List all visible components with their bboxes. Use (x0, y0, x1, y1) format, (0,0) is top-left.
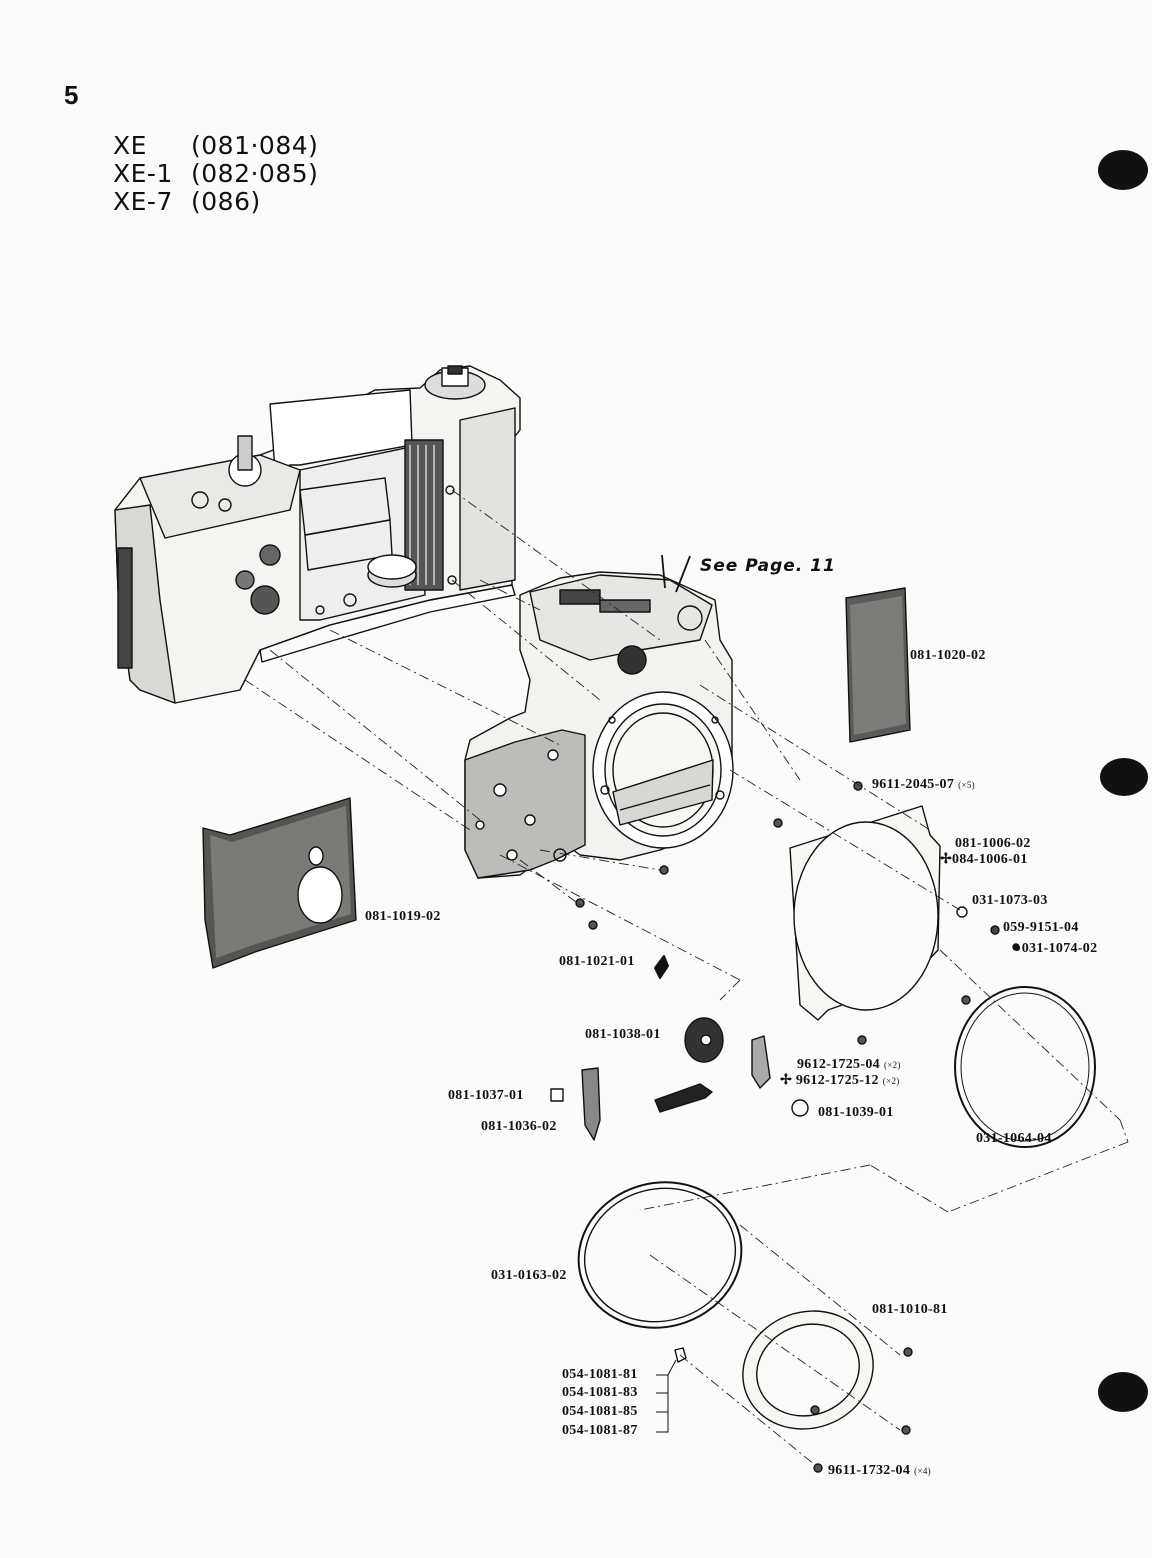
part-label: ●031-1074-02 (1013, 941, 1097, 957)
model-name: XE-7 (113, 187, 173, 216)
part-number: 054-1081-85 (562, 1404, 638, 1419)
part-number: 081-1019-02 (365, 909, 441, 924)
part-label: ✢ 9612-1725-12(×2) (780, 1072, 900, 1089)
part-quantity: (×5) (958, 780, 975, 790)
model-codes: (082·085) (191, 159, 319, 188)
part-number: 081-1039-01 (818, 1105, 894, 1120)
lever-part (751, 1035, 771, 1089)
see-page-note: See Page. 11 (700, 556, 836, 576)
part-label: 081-1039-01 (818, 1105, 894, 1121)
part-number: 9612-1725-04 (797, 1057, 880, 1072)
part-number: 081-1036-02 (481, 1119, 557, 1134)
model-row: XE (081·084) (113, 132, 318, 160)
model-name: XE-1 (113, 159, 173, 188)
part-label: 081-1037-01 (448, 1088, 524, 1104)
part-number: 054-1081-87 (562, 1423, 638, 1438)
part-label: 081-1036-02 (481, 1119, 557, 1135)
punch-hole-mark (1098, 150, 1148, 190)
part-label: 081-1010-81 (872, 1302, 948, 1318)
part-label: 081-1020-02 (910, 648, 986, 664)
model-row: XE-7 (086) (113, 188, 318, 216)
ring-031-1064-04 (954, 986, 1096, 1148)
part-label: 081-1006-02 (955, 836, 1031, 852)
mirror-box-illustration (464, 554, 734, 879)
lever-081-1036-02 (581, 1067, 601, 1141)
part-label: 9611-1732-04(×4) (828, 1463, 931, 1479)
part-quantity: (×4) (914, 1466, 931, 1476)
part-081-1037-01 (550, 1088, 564, 1102)
part-label: 9611-2045-07(×5) (872, 777, 975, 793)
part-label: 054-1081-85 (562, 1404, 638, 1420)
part-number: ✢ 9612-1725-12 (780, 1073, 879, 1088)
part-number: 081-1037-01 (448, 1088, 524, 1103)
part-number: 054-1081-81 (562, 1367, 638, 1382)
screw-081-1039-01 (791, 1099, 809, 1117)
part-number: 059-9151-04 (1003, 920, 1079, 935)
part-number: 081-1038-01 (585, 1027, 661, 1042)
part-number: ●031-1074-02 (1013, 941, 1098, 956)
part-label: 054-1081-81 (562, 1367, 638, 1383)
part-label: 9612-1725-04(×2) (797, 1057, 901, 1073)
part-label: 031-1064-04 (976, 1131, 1052, 1147)
part-number: 054-1081-83 (562, 1385, 638, 1400)
ring-031-0163-02 (577, 1181, 743, 1329)
part-number: ✢084-1006-01 (940, 852, 1028, 867)
part-label: 031-0163-02 (491, 1268, 567, 1284)
model-codes: (081·084) (191, 131, 319, 160)
part-label: 054-1081-87 (562, 1423, 638, 1439)
model-list: XE (081·084) XE-1 (082·085) XE-7 (086) (113, 132, 318, 216)
model-name: XE (113, 131, 147, 160)
part-label: 081-1021-01 (559, 954, 635, 970)
part-label: ✢084-1006-01 (940, 851, 1028, 868)
part-number: 031-0163-02 (491, 1268, 567, 1283)
part-label: 054-1081-83 (562, 1385, 638, 1401)
direction-arrow (654, 1083, 713, 1113)
part-label: 081-1019-02 (365, 909, 441, 925)
part-label: 081-1038-01 (585, 1027, 661, 1043)
front-cover-illustration (789, 805, 941, 1021)
part-label: 031-1073-03 (972, 893, 1048, 909)
punch-hole-mark (1100, 758, 1148, 796)
part-number: 9611-2045-07 (872, 777, 955, 792)
part-number: 081-1010-81 (872, 1302, 948, 1317)
part-number: 081-1006-02 (955, 836, 1031, 851)
leatherette-left-illustration (202, 797, 357, 969)
model-codes: (086) (191, 187, 261, 216)
part-number: 081-1021-01 (559, 954, 635, 969)
part-number: 081-1020-02 (910, 648, 986, 663)
model-row: XE-1 (082·085) (113, 160, 318, 188)
part-quantity: (×2) (883, 1060, 901, 1070)
part-quantity: (×2) (882, 1076, 900, 1086)
part-number: 031-1064-04 (976, 1131, 1052, 1146)
page-number: 5 (64, 80, 79, 110)
camera-body-illustration (114, 365, 521, 704)
part-number: 031-1073-03 (972, 893, 1048, 908)
part-label: 059-9151-04 (1003, 920, 1079, 936)
part-081-1021-01 (654, 955, 669, 979)
leatherette-right-illustration (845, 587, 911, 743)
part-number: 9611-1732-04 (828, 1463, 911, 1478)
punch-hole-mark (1098, 1372, 1148, 1412)
